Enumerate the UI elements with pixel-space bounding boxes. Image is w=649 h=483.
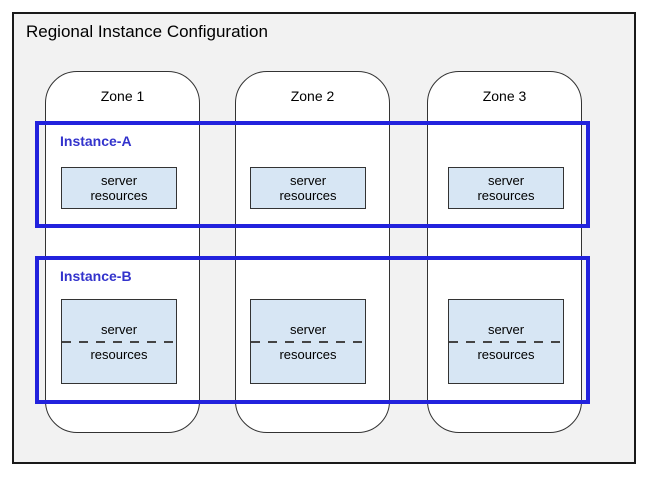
zone-label: Zone 1 (100, 88, 145, 104)
server-resources-line1: server (289, 321, 327, 337)
server-resources-line1: server (100, 321, 138, 337)
server-resources-box: server resources (61, 167, 177, 209)
dashed-divider (251, 340, 365, 343)
dashed-divider (449, 340, 563, 343)
server-resources-line1: server (100, 173, 138, 188)
server-resources-line2: resources (90, 346, 148, 362)
server-resources-split-box: server resources (250, 299, 366, 384)
instance-b-label: Instance-B (60, 268, 132, 284)
server-resources-line2: resources (279, 346, 337, 362)
server-resources-line2: resources (477, 346, 535, 362)
server-resources-line1: server (289, 173, 327, 188)
server-resources-box: server resources (250, 167, 366, 209)
server-resources-box: server resources (448, 167, 564, 209)
instance-b-box: Instance-B (35, 256, 590, 404)
server-resources-split-box: server resources (61, 299, 177, 384)
server-resources-split-box: server resources (448, 299, 564, 384)
instance-a-box: Instance-A (35, 121, 590, 228)
server-resources-line2: resources (477, 188, 535, 203)
zone-label: Zone 3 (482, 88, 527, 104)
server-resources-line1: server (487, 173, 525, 188)
diagram-title: Regional Instance Configuration (26, 22, 268, 41)
instance-a-label: Instance-A (60, 133, 132, 149)
server-resources-line1: server (487, 321, 525, 337)
zone-label: Zone 2 (290, 88, 335, 104)
dashed-divider (62, 340, 176, 343)
server-resources-line2: resources (279, 188, 337, 203)
server-resources-line2: resources (90, 188, 148, 203)
